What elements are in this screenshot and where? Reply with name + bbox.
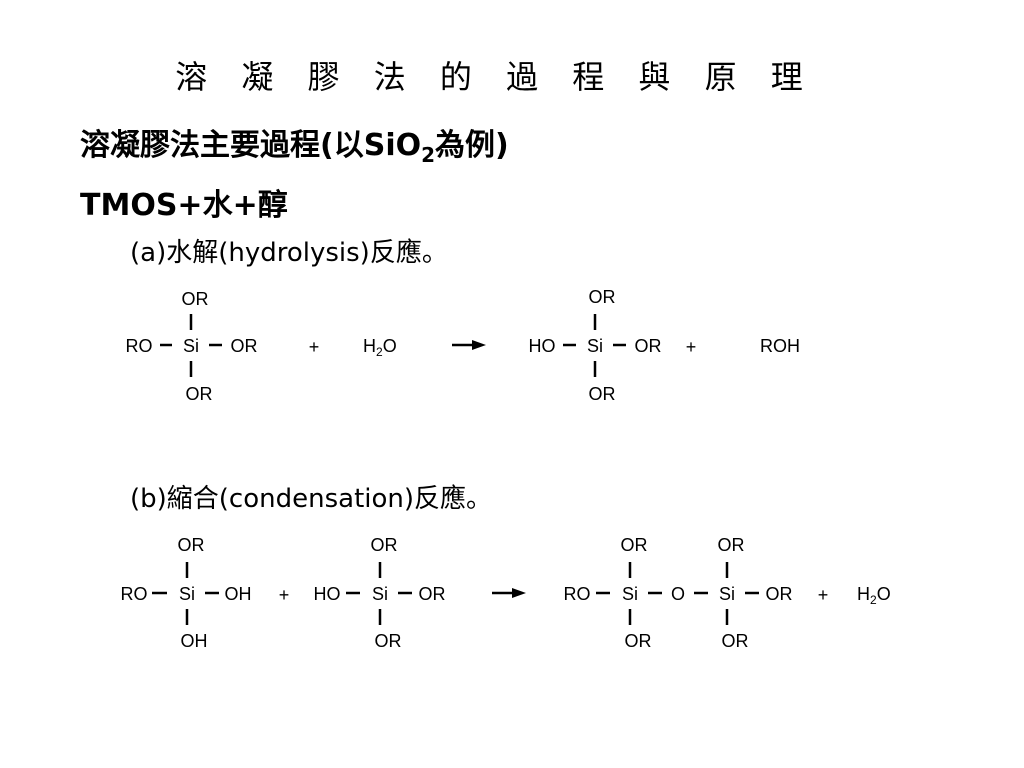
b-r1-top: OR bbox=[178, 535, 205, 555]
b-prod-si-2: Si bbox=[719, 584, 735, 604]
a-plus-1: + bbox=[309, 337, 320, 357]
b-r2-center: Si bbox=[372, 584, 388, 604]
b-water-o: O bbox=[877, 584, 891, 604]
b-r2-top: OR bbox=[371, 535, 398, 555]
heading-subscript: 2 bbox=[421, 143, 436, 167]
a-water-o: O bbox=[383, 336, 397, 356]
b-prod-bridge-o: O bbox=[671, 584, 685, 604]
b-r2-bottom: OR bbox=[375, 631, 402, 651]
slide-title: 溶 凝 膠 法 的 過 程 與 原 理 bbox=[175, 58, 815, 96]
step-a-label: (a)水解(hydrolysis)反應。 bbox=[130, 238, 448, 268]
bond-lines bbox=[152, 314, 759, 625]
b-r2-right: OR bbox=[419, 584, 446, 604]
b-prod-left: RO bbox=[564, 584, 591, 604]
a-product-top: OR bbox=[589, 287, 616, 307]
b-r2-left: HO bbox=[314, 584, 341, 604]
a-plus-2: + bbox=[686, 337, 697, 357]
a-product-bottom: OR bbox=[589, 384, 616, 404]
reaction-arrow-b bbox=[492, 588, 526, 598]
a-product-center: Si bbox=[587, 336, 603, 356]
a-reactant-left: RO bbox=[126, 336, 153, 356]
a-product-right: OR bbox=[635, 336, 662, 356]
b-r1-bottom: OH bbox=[181, 631, 208, 651]
b-water-h: H bbox=[857, 584, 870, 604]
b-water-sub: 2 bbox=[870, 593, 877, 607]
reactants-line: TMOS+水+醇 bbox=[80, 188, 288, 223]
b-prod-right: OR bbox=[766, 584, 793, 604]
a-product-left: HO bbox=[529, 336, 556, 356]
b-prod-top-1: OR bbox=[621, 535, 648, 555]
main-heading: 溶凝膠法主要過程(以SiO2為例) bbox=[80, 120, 509, 167]
a-water-h: H bbox=[363, 336, 376, 356]
a-water-sub: 2 bbox=[376, 345, 383, 359]
b-r1-left: RO bbox=[121, 584, 148, 604]
b-plus-2: + bbox=[818, 585, 829, 605]
b-plus-1: + bbox=[279, 585, 290, 605]
heading-prefix: 溶凝膠法主要過程(以SiO bbox=[80, 128, 422, 163]
a-reactant-center: Si bbox=[183, 336, 199, 356]
b-prod-bottom-1: OR bbox=[625, 631, 652, 651]
step-b-label: (b)縮合(condensation)反應。 bbox=[130, 484, 493, 514]
a-byproduct: ROH bbox=[760, 336, 800, 356]
a-water: H2O bbox=[363, 336, 397, 359]
a-reactant-top: OR bbox=[182, 289, 209, 309]
b-prod-si-1: Si bbox=[622, 584, 638, 604]
b-water: H2O bbox=[857, 584, 891, 607]
b-r1-right: OH bbox=[225, 584, 252, 604]
b-prod-bottom-2: OR bbox=[722, 631, 749, 651]
reaction-arrow-a bbox=[452, 340, 486, 350]
b-prod-top-2: OR bbox=[718, 535, 745, 555]
a-reactant-bottom: OR bbox=[186, 384, 213, 404]
a-reactant-right: OR bbox=[231, 336, 258, 356]
b-r1-center: Si bbox=[179, 584, 195, 604]
heading-suffix: 為例) bbox=[435, 128, 509, 163]
